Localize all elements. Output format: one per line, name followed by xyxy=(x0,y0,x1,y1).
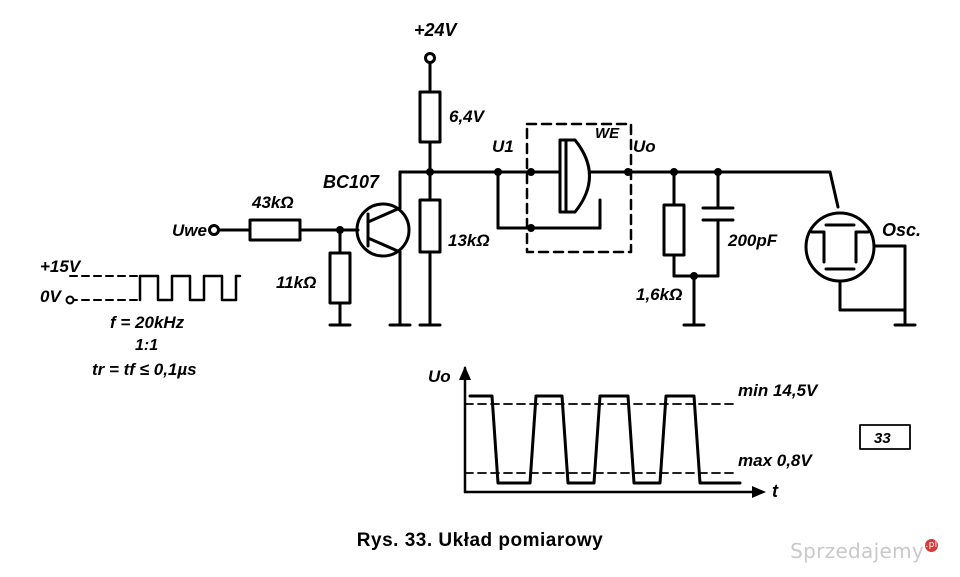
label-24v: +24V xyxy=(414,20,459,40)
resistor-43k xyxy=(248,218,302,242)
label-0v: 0V xyxy=(40,287,62,306)
oscilloscope-symbol xyxy=(804,211,876,283)
label-ratio: 1:1 xyxy=(135,337,158,354)
figure-caption: Rys. 33. Układ pomiarowy xyxy=(356,530,604,551)
label-lower-level: max 0,8V xyxy=(738,451,813,470)
resistor-11k xyxy=(328,251,352,305)
device-enclosure xyxy=(525,122,633,254)
supply-terminal xyxy=(424,52,436,64)
label-upper-level: min 14,5V xyxy=(738,381,819,400)
output-waveform xyxy=(468,394,742,485)
figure-number-box xyxy=(859,424,911,450)
watermark-badge: .pl xyxy=(925,539,938,552)
label-frequency: f = 20kHz xyxy=(110,313,185,332)
input-terminal xyxy=(208,224,220,236)
label-6-4v: 6,4V xyxy=(449,107,486,126)
label-1-6k: 1,6kΩ xyxy=(636,285,682,304)
resistor-top xyxy=(418,90,442,144)
label-u1: U1 xyxy=(492,137,514,156)
label-200pf: 200pF xyxy=(727,231,778,250)
figure-number: 33 xyxy=(874,430,891,447)
label-bc107: BC107 xyxy=(323,172,380,192)
label-y-axis: Uo xyxy=(428,367,451,386)
label-we: WE xyxy=(595,125,620,142)
label-43k: 43kΩ xyxy=(251,193,294,212)
label-osc: Osc. xyxy=(882,220,921,240)
label-11k: 11kΩ xyxy=(276,273,316,292)
device-symbol xyxy=(558,138,591,214)
label-uo: Uo xyxy=(633,137,656,156)
resistor-13k xyxy=(418,198,442,254)
label-15v: +15V xyxy=(40,257,82,276)
label-x-axis: t xyxy=(772,481,779,501)
watermark: Sprzedajemy.pl xyxy=(790,539,938,563)
watermark-text: Sprzedajemy xyxy=(790,539,924,563)
label-edges: tr = tf ≤ 0,1µs xyxy=(92,360,197,379)
resistor-1k6 xyxy=(662,203,686,257)
label-13k: 13kΩ xyxy=(448,231,490,250)
input-square-wave xyxy=(138,274,242,302)
transistor-symbol xyxy=(355,202,411,258)
label-uwe: Uwe xyxy=(172,221,207,240)
